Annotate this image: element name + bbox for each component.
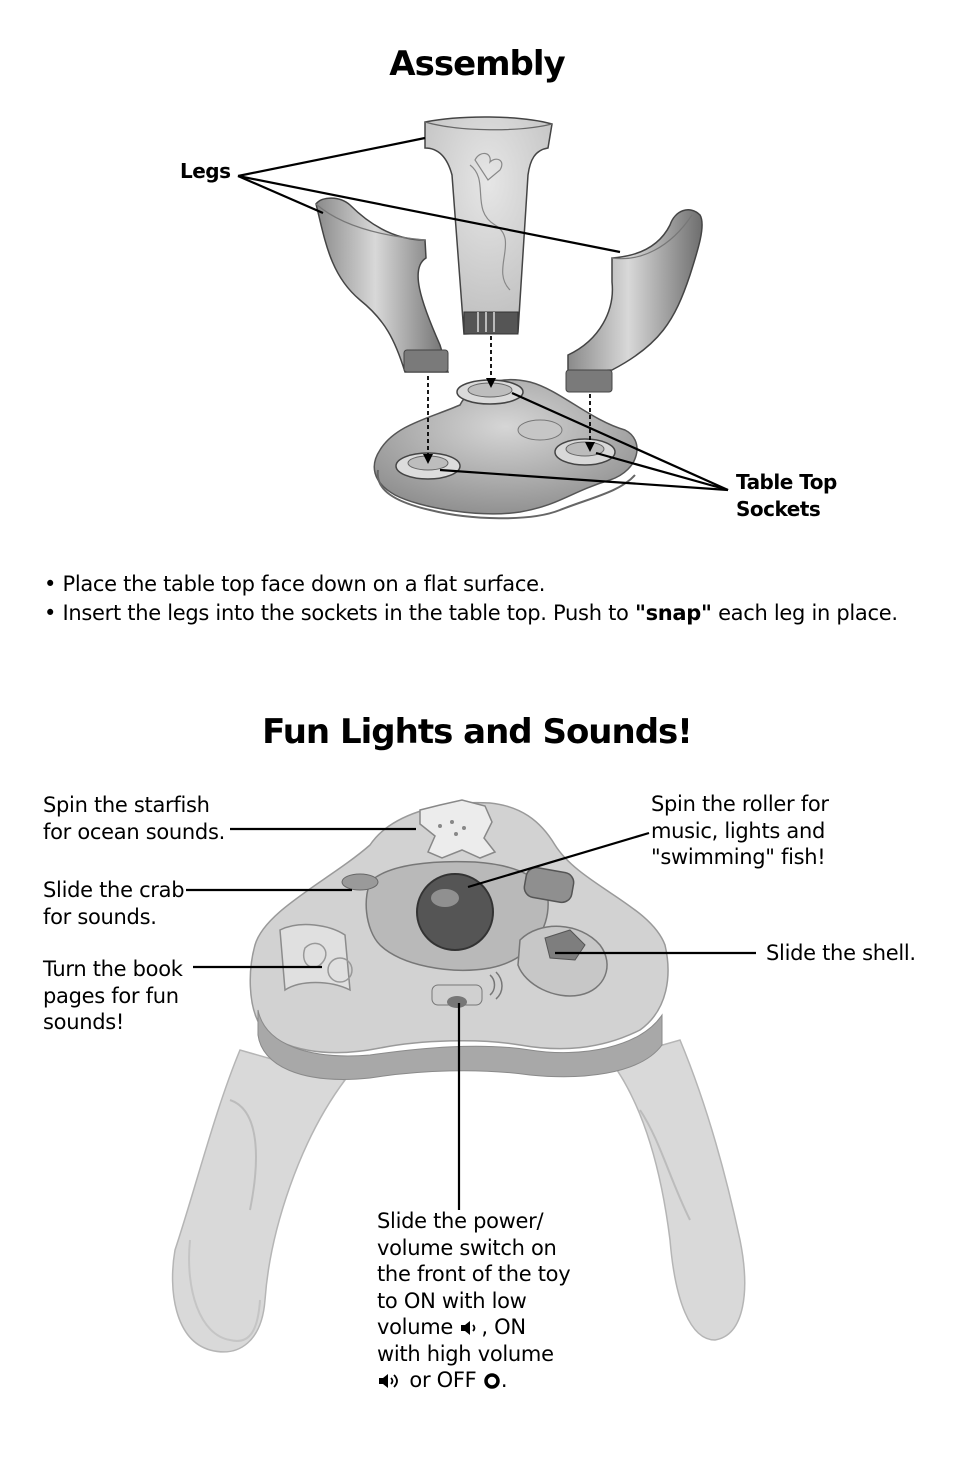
- sockets-label-line1: Table Top: [736, 470, 837, 494]
- shell-caption: Slide the shell.: [766, 941, 916, 965]
- power-caption-line1: Slide the power/: [377, 1209, 544, 1233]
- power-caption-line7-end: .: [500, 1368, 508, 1392]
- instruction-bullet-2: • Insert the legs into the sockets in th…: [44, 599, 898, 628]
- instruction-bullet-2-post: each leg in place.: [711, 601, 898, 625]
- starfish-caption-line2: for ocean sounds.: [43, 819, 225, 844]
- high-volume-icon: [379, 1374, 398, 1388]
- sockets-label: Table Top Sockets: [736, 469, 837, 523]
- right-leg-illustration: [565, 209, 703, 393]
- starfish-caption: Spin the starfish for ocean sounds.: [43, 792, 225, 845]
- power-caption-line5-post: , ON: [481, 1315, 526, 1339]
- instruction-bullet-1: • Place the table top face down on a fla…: [44, 572, 546, 596]
- fun-leader-lines: [186, 827, 756, 1210]
- legs-leader-lines: [237, 136, 621, 254]
- book-caption-line3: sounds!: [43, 1010, 124, 1034]
- power-caption-line7-mid: or OFF: [409, 1368, 477, 1392]
- power-caption: Slide the power/ volume switch on the fr…: [377, 1208, 571, 1394]
- power-caption-line3: the front of the toy: [377, 1262, 571, 1286]
- book-caption: Turn the book pages for fun sounds!: [43, 956, 183, 1036]
- assembly-title: Assembly: [389, 44, 565, 84]
- book-caption-line2: pages for fun: [43, 983, 179, 1008]
- sockets-leader-lines: [439, 391, 729, 492]
- left-leg-illustration: [315, 197, 450, 373]
- roller-caption-line2: music, lights and: [651, 818, 826, 843]
- instruction-bullet-2-pre: • Insert the legs into the sockets in th…: [44, 601, 635, 625]
- power-caption-line5: volume , ON: [377, 1314, 570, 1341]
- sockets-label-line2: Sockets: [736, 497, 821, 521]
- power-caption-line5-pre: volume: [377, 1315, 453, 1339]
- off-icon: [484, 1373, 500, 1389]
- power-caption-line7: or OFF .: [377, 1367, 570, 1394]
- book-caption-line1: Turn the book: [43, 957, 183, 981]
- assembly-instructions: • Place the table top face down on a fla…: [44, 570, 898, 628]
- crab-caption-line2: for sounds.: [43, 904, 157, 929]
- power-caption-line2: volume switch on: [377, 1235, 557, 1260]
- power-caption-line4: to ON with low: [377, 1288, 527, 1313]
- low-volume-icon: [461, 1321, 476, 1335]
- legs-label: Legs: [180, 159, 231, 183]
- table-top-illustration: [373, 379, 638, 520]
- fun-title: Fun Lights and Sounds!: [262, 712, 693, 752]
- roller-caption: Spin the roller for music, lights and "s…: [651, 791, 829, 871]
- snap-emphasis: "snap": [634, 601, 712, 625]
- crab-caption: Slide the crab for sounds.: [43, 877, 185, 930]
- alignment-arrows: [427, 336, 591, 456]
- activity-table-illustration: [171, 799, 746, 1353]
- crab-caption-line1: Slide the crab: [43, 878, 185, 902]
- roller-caption-line3: "swimming" fish!: [651, 845, 826, 869]
- starfish-caption-line1: Spin the starfish: [43, 793, 210, 817]
- roller-caption-line1: Spin the roller for: [651, 792, 829, 816]
- power-caption-line6: with high volume: [377, 1341, 554, 1366]
